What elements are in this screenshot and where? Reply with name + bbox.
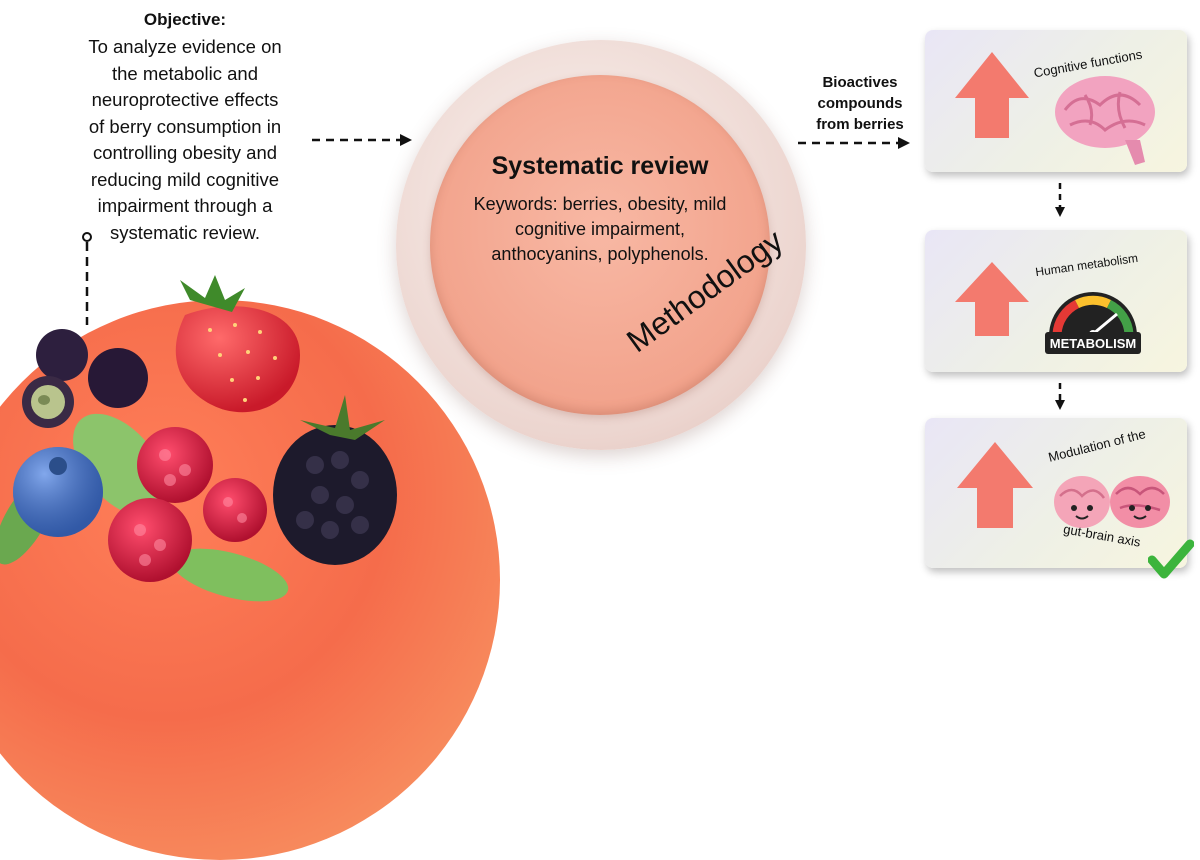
metabolism-gauge-icon: METABOLISM <box>1045 292 1141 354</box>
leaf-icon <box>171 548 289 602</box>
review-title: Systematic review <box>491 152 709 180</box>
objective-title: Objective: <box>143 10 227 29</box>
arrowhead-icon <box>400 134 412 146</box>
bioactives-label: Bioactives compounds from berries <box>800 72 920 135</box>
gut-brain-icon <box>1054 476 1170 528</box>
objective-line: controlling obesity and <box>92 142 278 163</box>
objective-line: systematic review. <box>109 221 261 243</box>
objective-line: reducing mild cognitive <box>90 168 280 190</box>
review-inner-disc <box>430 75 770 415</box>
up-arrow-icon <box>955 262 1029 336</box>
outcome-card-cognitive: Cognitive functions <box>925 30 1187 172</box>
bioactives-line: Bioactives <box>822 74 898 91</box>
arrowhead-icon <box>1055 207 1065 217</box>
blackberry-icon <box>273 425 397 565</box>
up-arrow-icon <box>957 442 1033 528</box>
strawberry-icon <box>175 306 300 413</box>
keywords-line: cognitive impairment, <box>514 219 686 239</box>
brain-icon <box>1055 76 1155 165</box>
keywords-line: anthocyanins, polyphenols. <box>491 244 709 264</box>
raspberry-icon <box>108 498 192 582</box>
blackcurrant-icon <box>36 329 88 381</box>
up-arrow-icon <box>955 52 1029 138</box>
raspberry-icon <box>203 478 267 542</box>
objective-line: the metabolic and <box>111 62 259 84</box>
bioactives-line: compounds <box>817 95 903 112</box>
berries-illustration <box>0 275 397 602</box>
objective-line: impairment through a <box>97 195 273 216</box>
arrowhead-icon <box>898 137 910 149</box>
outcome-card-gut-brain: Modulation of the gut-brain axis <box>925 418 1187 568</box>
raspberry-icon <box>137 427 213 503</box>
outcome-card-metabolism: Human metabolism METABOLISM <box>925 230 1187 372</box>
keywords-line: Keywords: berries, obesity, mild <box>473 194 727 214</box>
objective-line: of berry consumption in <box>88 115 282 137</box>
gauge-text: METABOLISM <box>1050 336 1136 351</box>
bioactives-line: from berries <box>816 116 904 133</box>
objective-line: To analyze evidence on <box>88 36 282 57</box>
objective-line: neuroprotective effects <box>91 89 279 110</box>
outcome-label-top: Modulation of the <box>1046 426 1148 465</box>
check-icon <box>1148 539 1194 579</box>
review-keywords: Keywords: berries, obesity, mild cogniti… <box>445 192 755 267</box>
blackcurrant-icon <box>88 348 148 408</box>
objective-text: To analyze evidence on the metabolic and… <box>60 34 310 246</box>
arrowhead-icon <box>1055 400 1065 410</box>
